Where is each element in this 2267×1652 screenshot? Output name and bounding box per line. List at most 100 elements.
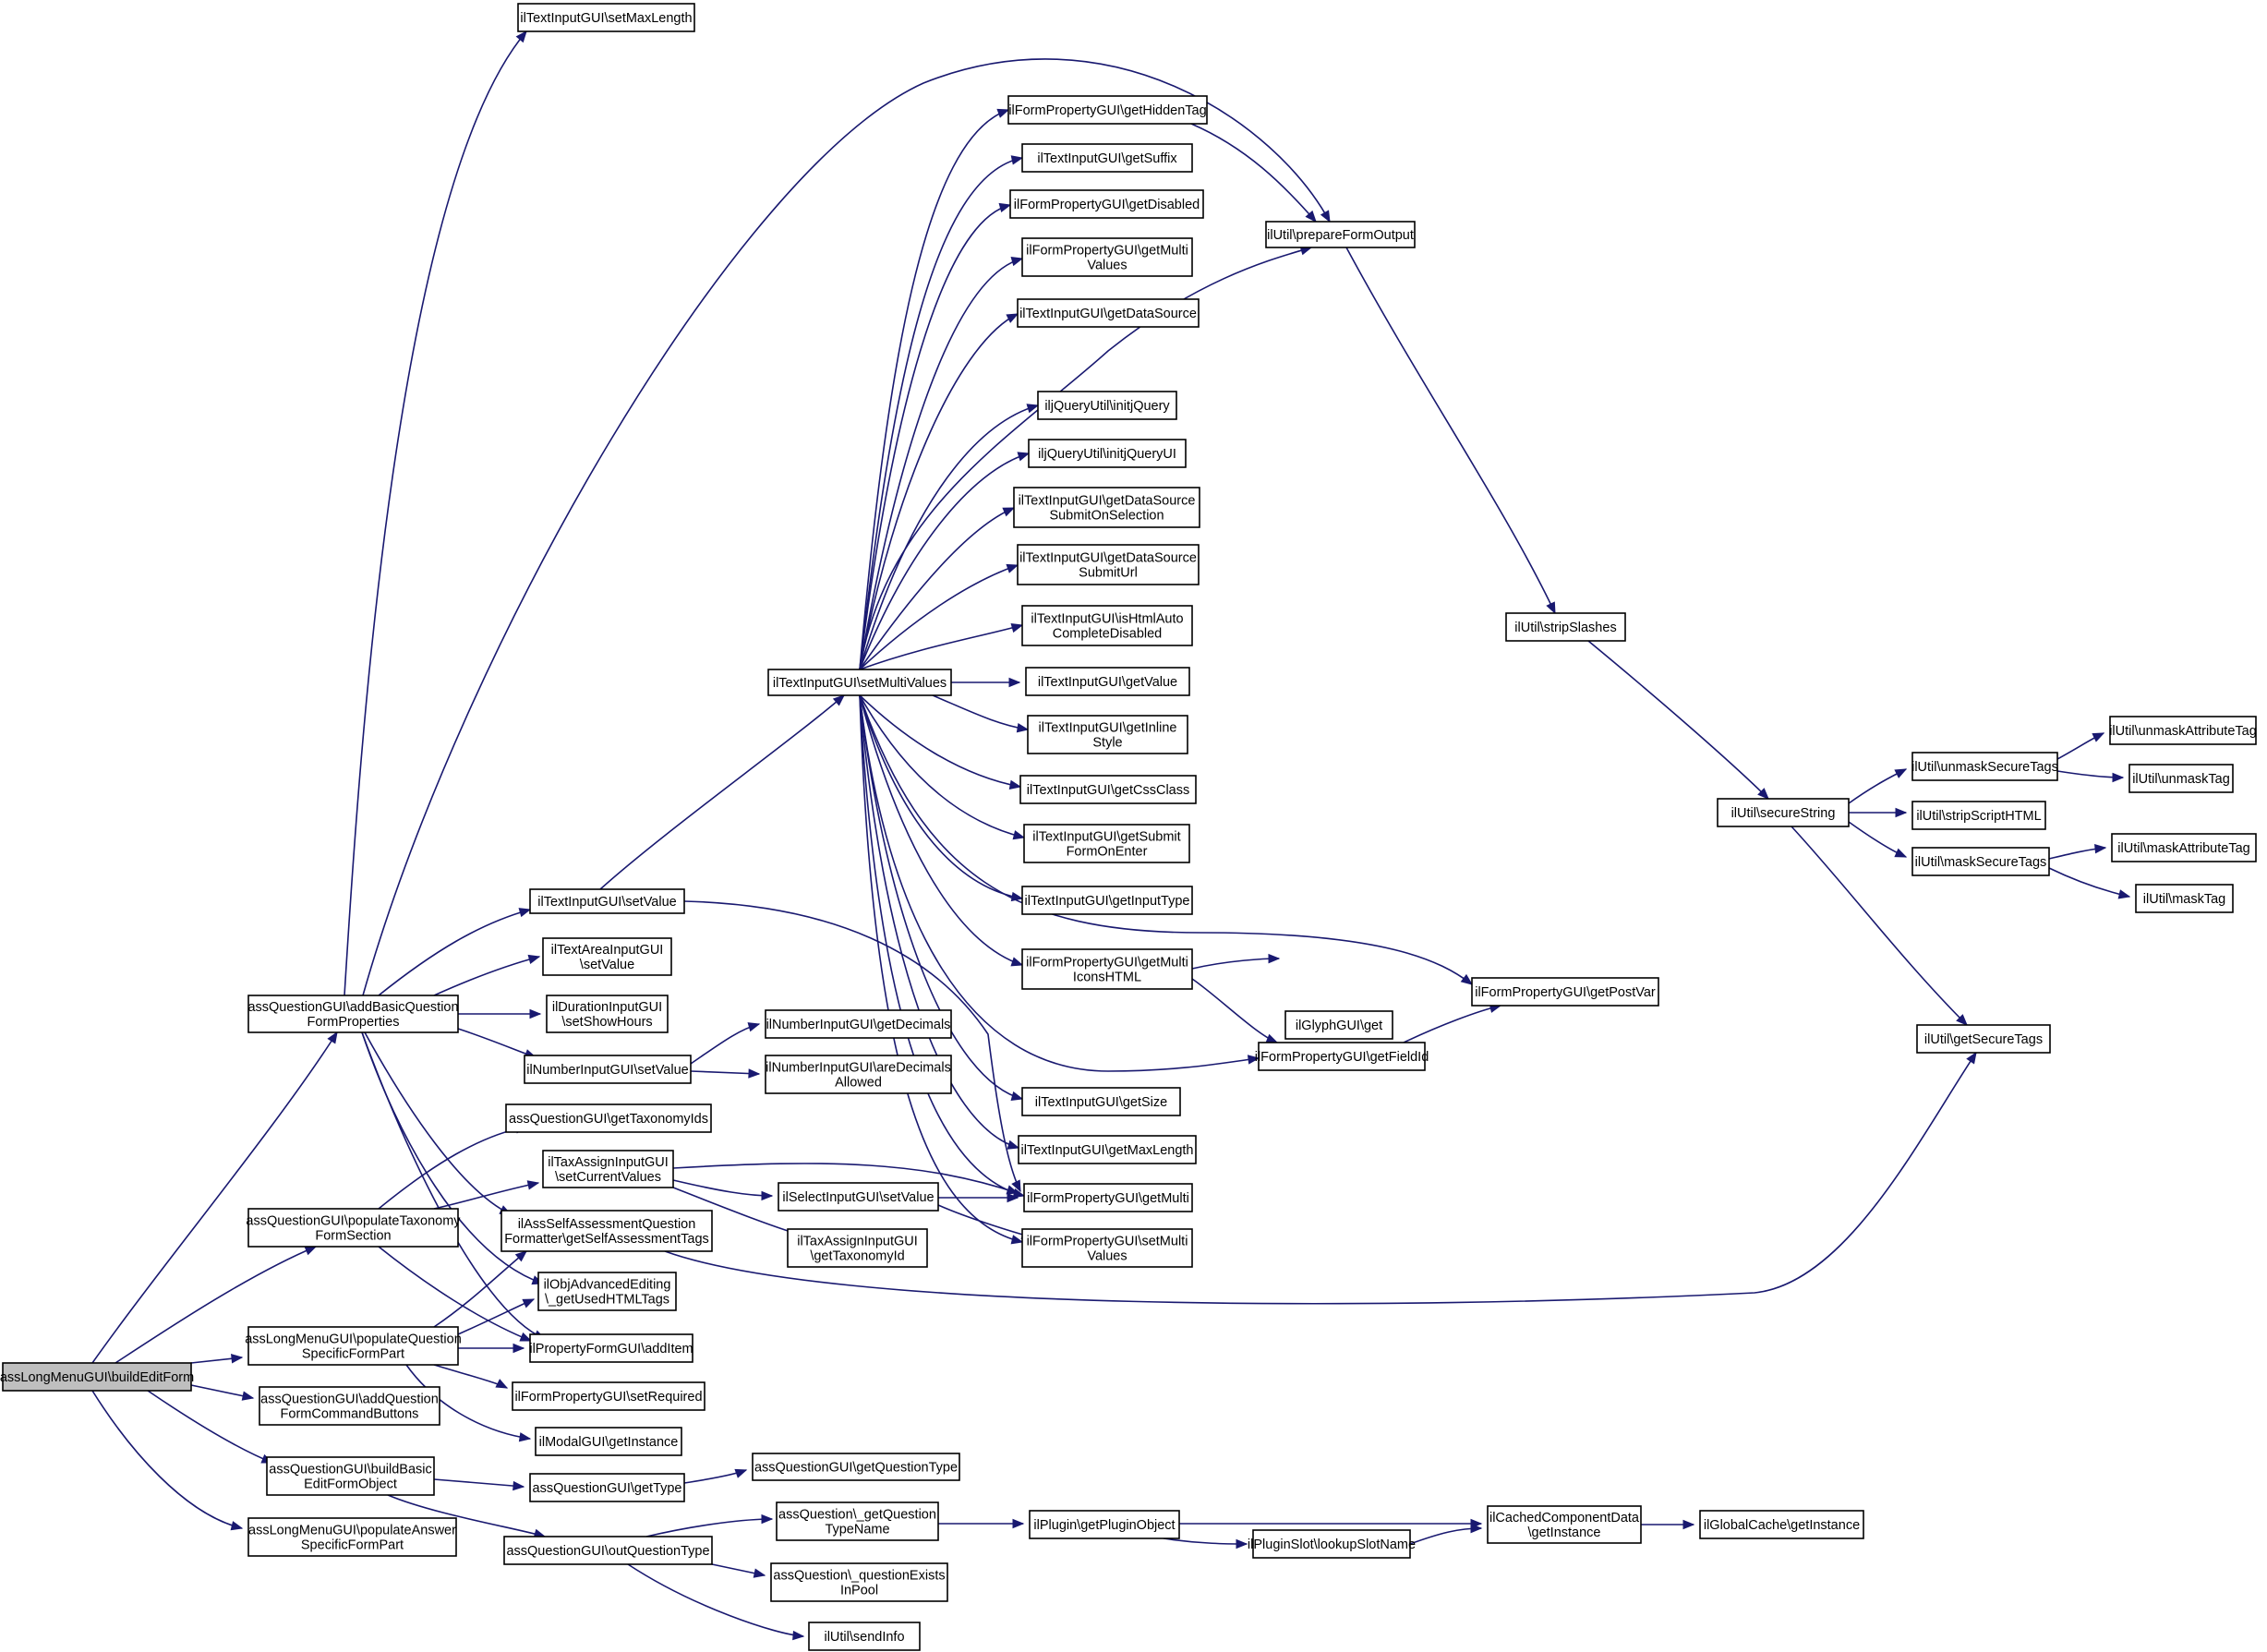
graph-node-box[interactable]: [524, 1055, 692, 1084]
graph-node-box[interactable]: [1021, 886, 1193, 915]
graph-node-selfAssess[interactable]: ilAssSelfAssessmentQuestionFormatter\get…: [500, 1210, 713, 1252]
graph-node-propAdd[interactable]: ilPropertyFormGUI\addItem: [529, 1333, 693, 1363]
graph-node-box[interactable]: [1009, 189, 1204, 219]
graph-node-maskAttr[interactable]: ilUtil\maskAttributeTag: [2111, 833, 2257, 862]
graph-node-box[interactable]: [1021, 948, 1193, 990]
graph-node-popQS[interactable]: assLongMenuGUI\populateQuestionSpecificF…: [245, 1326, 462, 1366]
graph-node-getType[interactable]: assQuestionGUI\getType: [529, 1473, 685, 1502]
graph-node-secureString[interactable]: ilUtil\secureString: [1717, 798, 1850, 827]
graph-node-box[interactable]: [752, 1453, 960, 1481]
graph-node-isHtmlAuto[interactable]: ilTextInputGUI\isHtmlAutoCompleteDisable…: [1021, 605, 1193, 646]
graph-node-durHours[interactable]: ilDurationInputGUI\setShowHours: [546, 995, 669, 1033]
graph-node-box[interactable]: [247, 1208, 459, 1248]
graph-node-addBasic[interactable]: assQuestionGUI\addBasicQuestionFormPrope…: [247, 995, 459, 1033]
graph-node-setMaxLen[interactable]: ilTextInputGUI\setMaxLength: [517, 3, 695, 32]
graph-node-setMulti[interactable]: ilTextInputGUI\setMultiValues: [767, 669, 952, 696]
graph-node-box[interactable]: [505, 1103, 712, 1133]
graph-node-stripScript[interactable]: ilUtil\stripScriptHTML: [1911, 801, 2046, 830]
graph-node-cachedComp[interactable]: ilCachedComponentData\getInstance: [1487, 1505, 1642, 1544]
graph-node-stripSlashes[interactable]: ilUtil\stripSlashes: [1505, 612, 1626, 642]
graph-node-glyph[interactable]: ilGlyphGUI\get: [1284, 1010, 1393, 1040]
graph-node-box[interactable]: [1265, 221, 1416, 248]
graph-node-box[interactable]: [1258, 1042, 1426, 1071]
graph-node-setMultiValues[interactable]: ilFormPropertyGUI\setMultiValues: [1021, 1228, 1193, 1268]
graph-node-box[interactable]: [1007, 95, 1208, 125]
graph-node-box[interactable]: [1252, 1529, 1411, 1559]
graph-node-setReq[interactable]: ilFormPropertyGUI\setRequired: [512, 1381, 705, 1411]
graph-node-sendInfo[interactable]: ilUtil\sendInfo: [808, 1622, 921, 1651]
graph-node-box[interactable]: [1471, 977, 1659, 1007]
graph-node-box[interactable]: [512, 1381, 705, 1411]
graph-node-box[interactable]: [517, 3, 695, 32]
graph-node-dsSubmitSel[interactable]: ilTextInputGUI\getDataSourceSubmitOnSele…: [1013, 487, 1200, 528]
graph-node-box[interactable]: [1027, 715, 1188, 754]
graph-node-addCmd[interactable]: assQuestionGUI\addQuestionFormCommandBut…: [259, 1386, 440, 1426]
graph-node-box[interactable]: [1017, 298, 1200, 328]
graph-node-modal[interactable]: ilModalGUI\getInstance: [535, 1427, 682, 1456]
graph-node-outQType[interactable]: assQuestionGUI\outQuestionType: [503, 1536, 713, 1565]
graph-node-box[interactable]: [1021, 143, 1193, 173]
graph-node-box[interactable]: [1029, 1510, 1180, 1539]
graph-node-box[interactable]: [529, 1473, 685, 1502]
graph-node-unmaskSecure[interactable]: ilUtil\unmaskSecureTags: [1911, 752, 2058, 781]
graph-node-box[interactable]: [542, 937, 672, 976]
graph-node-box[interactable]: [765, 1009, 952, 1039]
graph-node-box[interactable]: [1023, 824, 1190, 863]
graph-node-objAdv[interactable]: ilObjAdvancedEditing\_getUsedHTMLTags: [537, 1272, 677, 1311]
graph-node-getSuffix[interactable]: ilTextInputGUI\getSuffix: [1021, 143, 1193, 173]
graph-node-getMaxLen[interactable]: ilTextInputGUI\getMaxLength: [1018, 1135, 1197, 1164]
graph-node-box[interactable]: [1916, 1024, 2051, 1054]
graph-node-getSize[interactable]: ilTextInputGUI\getSize: [1021, 1087, 1181, 1116]
graph-node-getDataSource[interactable]: ilTextInputGUI\getDataSource: [1017, 298, 1200, 328]
graph-node-box[interactable]: [1028, 439, 1187, 468]
graph-node-getCss[interactable]: ilTextInputGUI\getCssClass: [1019, 775, 1197, 804]
graph-node-popAns[interactable]: assLongMenuGUI\populateAnswerSpecificFor…: [247, 1517, 457, 1557]
graph-node-box[interactable]: [1911, 801, 2046, 830]
graph-node-box[interactable]: [500, 1210, 713, 1252]
graph-node-box[interactable]: [1487, 1505, 1642, 1544]
graph-node-box[interactable]: [787, 1228, 928, 1268]
graph-node-box[interactable]: [1021, 605, 1193, 646]
graph-node-numSetValue[interactable]: ilNumberInputGUI\setValue: [524, 1055, 692, 1084]
graph-node-box[interactable]: [1911, 847, 2050, 876]
graph-node-box[interactable]: [2109, 716, 2257, 745]
graph-node-selSetValue[interactable]: ilSelectInputGUI\setValue: [778, 1182, 939, 1212]
graph-node-getMulti[interactable]: ilFormPropertyGUI\getMulti: [1023, 1183, 1193, 1212]
graph-node-getInputType[interactable]: ilTextInputGUI\getInputType: [1021, 886, 1193, 915]
graph-node-box[interactable]: [1717, 798, 1850, 827]
graph-node-taxSetCur[interactable]: ilTaxAssignInputGUI\setCurrentValues: [542, 1150, 674, 1188]
graph-node-popTax[interactable]: assQuestionGUI\populateTaxonomyFormSecti…: [246, 1208, 461, 1248]
graph-node-root[interactable]: assLongMenuGUI\buildEditForm: [0, 1362, 194, 1392]
graph-node-lookupSlot[interactable]: ilPluginSlot\lookupSlotName: [1248, 1529, 1416, 1559]
graph-node-getHidden[interactable]: ilFormPropertyGUI\getHiddenTag: [1007, 95, 1208, 125]
graph-node-globalCache[interactable]: ilGlobalCache\getInstance: [1699, 1510, 1864, 1539]
graph-node-getDisabled[interactable]: ilFormPropertyGUI\getDisabled: [1009, 189, 1204, 219]
graph-node-box[interactable]: [2111, 833, 2257, 862]
graph-node-initjQuery[interactable]: iljQueryUtil\initjQuery: [1037, 391, 1177, 420]
graph-node-box[interactable]: [1023, 1183, 1193, 1212]
graph-node-unmaskAttr[interactable]: ilUtil\unmaskAttributeTag: [2109, 716, 2257, 745]
graph-node-getQType[interactable]: assQuestionGUI\getQuestionType: [752, 1453, 960, 1481]
graph-node-box[interactable]: [1021, 237, 1193, 277]
graph-node-getPostVar[interactable]: ilFormPropertyGUI\getPostVar: [1471, 977, 1659, 1007]
graph-node-box[interactable]: [778, 1182, 939, 1212]
graph-node-numDec[interactable]: ilNumberInputGUI\getDecimals: [765, 1009, 952, 1039]
graph-node-unmaskTag[interactable]: ilUtil\unmaskTag: [2128, 764, 2234, 793]
graph-node-box[interactable]: [1017, 544, 1200, 585]
graph-node-box[interactable]: [2135, 884, 2234, 913]
graph-node-tiGetValue[interactable]: ilTextInputGUI\getValue: [1025, 667, 1190, 696]
graph-node-box[interactable]: [1505, 612, 1626, 642]
graph-node-box[interactable]: [503, 1536, 713, 1565]
graph-node-box[interactable]: [546, 995, 669, 1033]
graph-node-prepForm[interactable]: ilUtil\prepareFormOutput: [1265, 221, 1416, 248]
graph-node-taxGetId[interactable]: ilTaxAssignInputGUI\getTaxonomyId: [787, 1228, 928, 1268]
graph-node-box[interactable]: [2, 1362, 192, 1392]
graph-node-box[interactable]: [1284, 1010, 1393, 1040]
